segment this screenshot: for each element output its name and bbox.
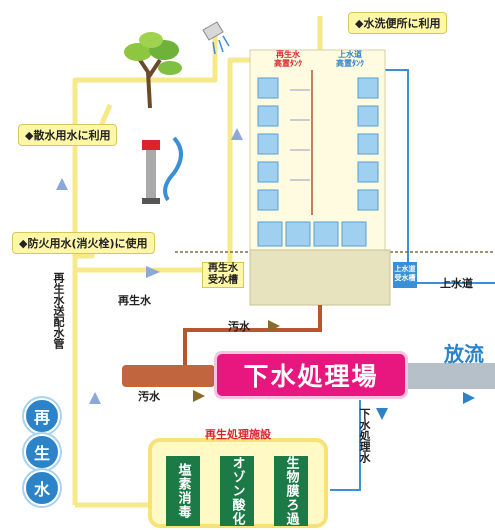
chlorine-unit: 塩素消毒 bbox=[166, 456, 200, 526]
tap-water-label: 上水道 bbox=[440, 277, 473, 290]
recycled-water-label: 再生水 bbox=[118, 294, 151, 307]
discharge-label: 放流 bbox=[444, 342, 484, 366]
biofilm-unit: 生物膜ろ過 bbox=[274, 456, 308, 526]
treated-sewage-label: 下水処理水 bbox=[358, 408, 371, 463]
badge-3: 水 bbox=[24, 470, 60, 506]
sewage-plant-box: 下水処理場 bbox=[214, 351, 408, 399]
fire-use-label: ◆防火用水(消火栓)に使用 bbox=[12, 232, 155, 254]
recycled-receiving-tank: 再生水 受水槽 bbox=[202, 262, 244, 288]
tap-high-tank-label: 上水道 高置ﾀﾝｸ bbox=[336, 50, 364, 68]
sprinkler-icon bbox=[202, 21, 230, 55]
tap-receiving-tank: 上水道 受水槽 bbox=[393, 262, 417, 288]
recycling-facility: 再生処理施設 塩素消毒 オゾン酸化 生物膜ろ過 bbox=[148, 428, 328, 528]
facility-title: 再生処理施設 bbox=[205, 428, 271, 441]
sewage-lower-label: 汚水 bbox=[138, 390, 160, 403]
toilet-use-label: ◆水洗便所に利用 bbox=[348, 12, 448, 34]
badge-1: 再 bbox=[24, 398, 60, 434]
hydrant-icon bbox=[142, 136, 183, 204]
recycled-high-tank-label: 再生水 高置ﾀﾝｸ bbox=[274, 50, 302, 68]
sewage-upper-label: 汚水 bbox=[228, 320, 250, 333]
tree-icon bbox=[124, 32, 182, 109]
sewage-plant-label: 下水処理場 bbox=[243, 362, 379, 391]
recycled-water-pipe-label: 再生水送配水管 bbox=[52, 272, 65, 349]
sprinkle-use-label: ◆散水用水に利用 bbox=[18, 124, 118, 146]
ozone-unit: オゾン酸化 bbox=[220, 456, 254, 526]
badge-2: 生 bbox=[24, 434, 60, 470]
